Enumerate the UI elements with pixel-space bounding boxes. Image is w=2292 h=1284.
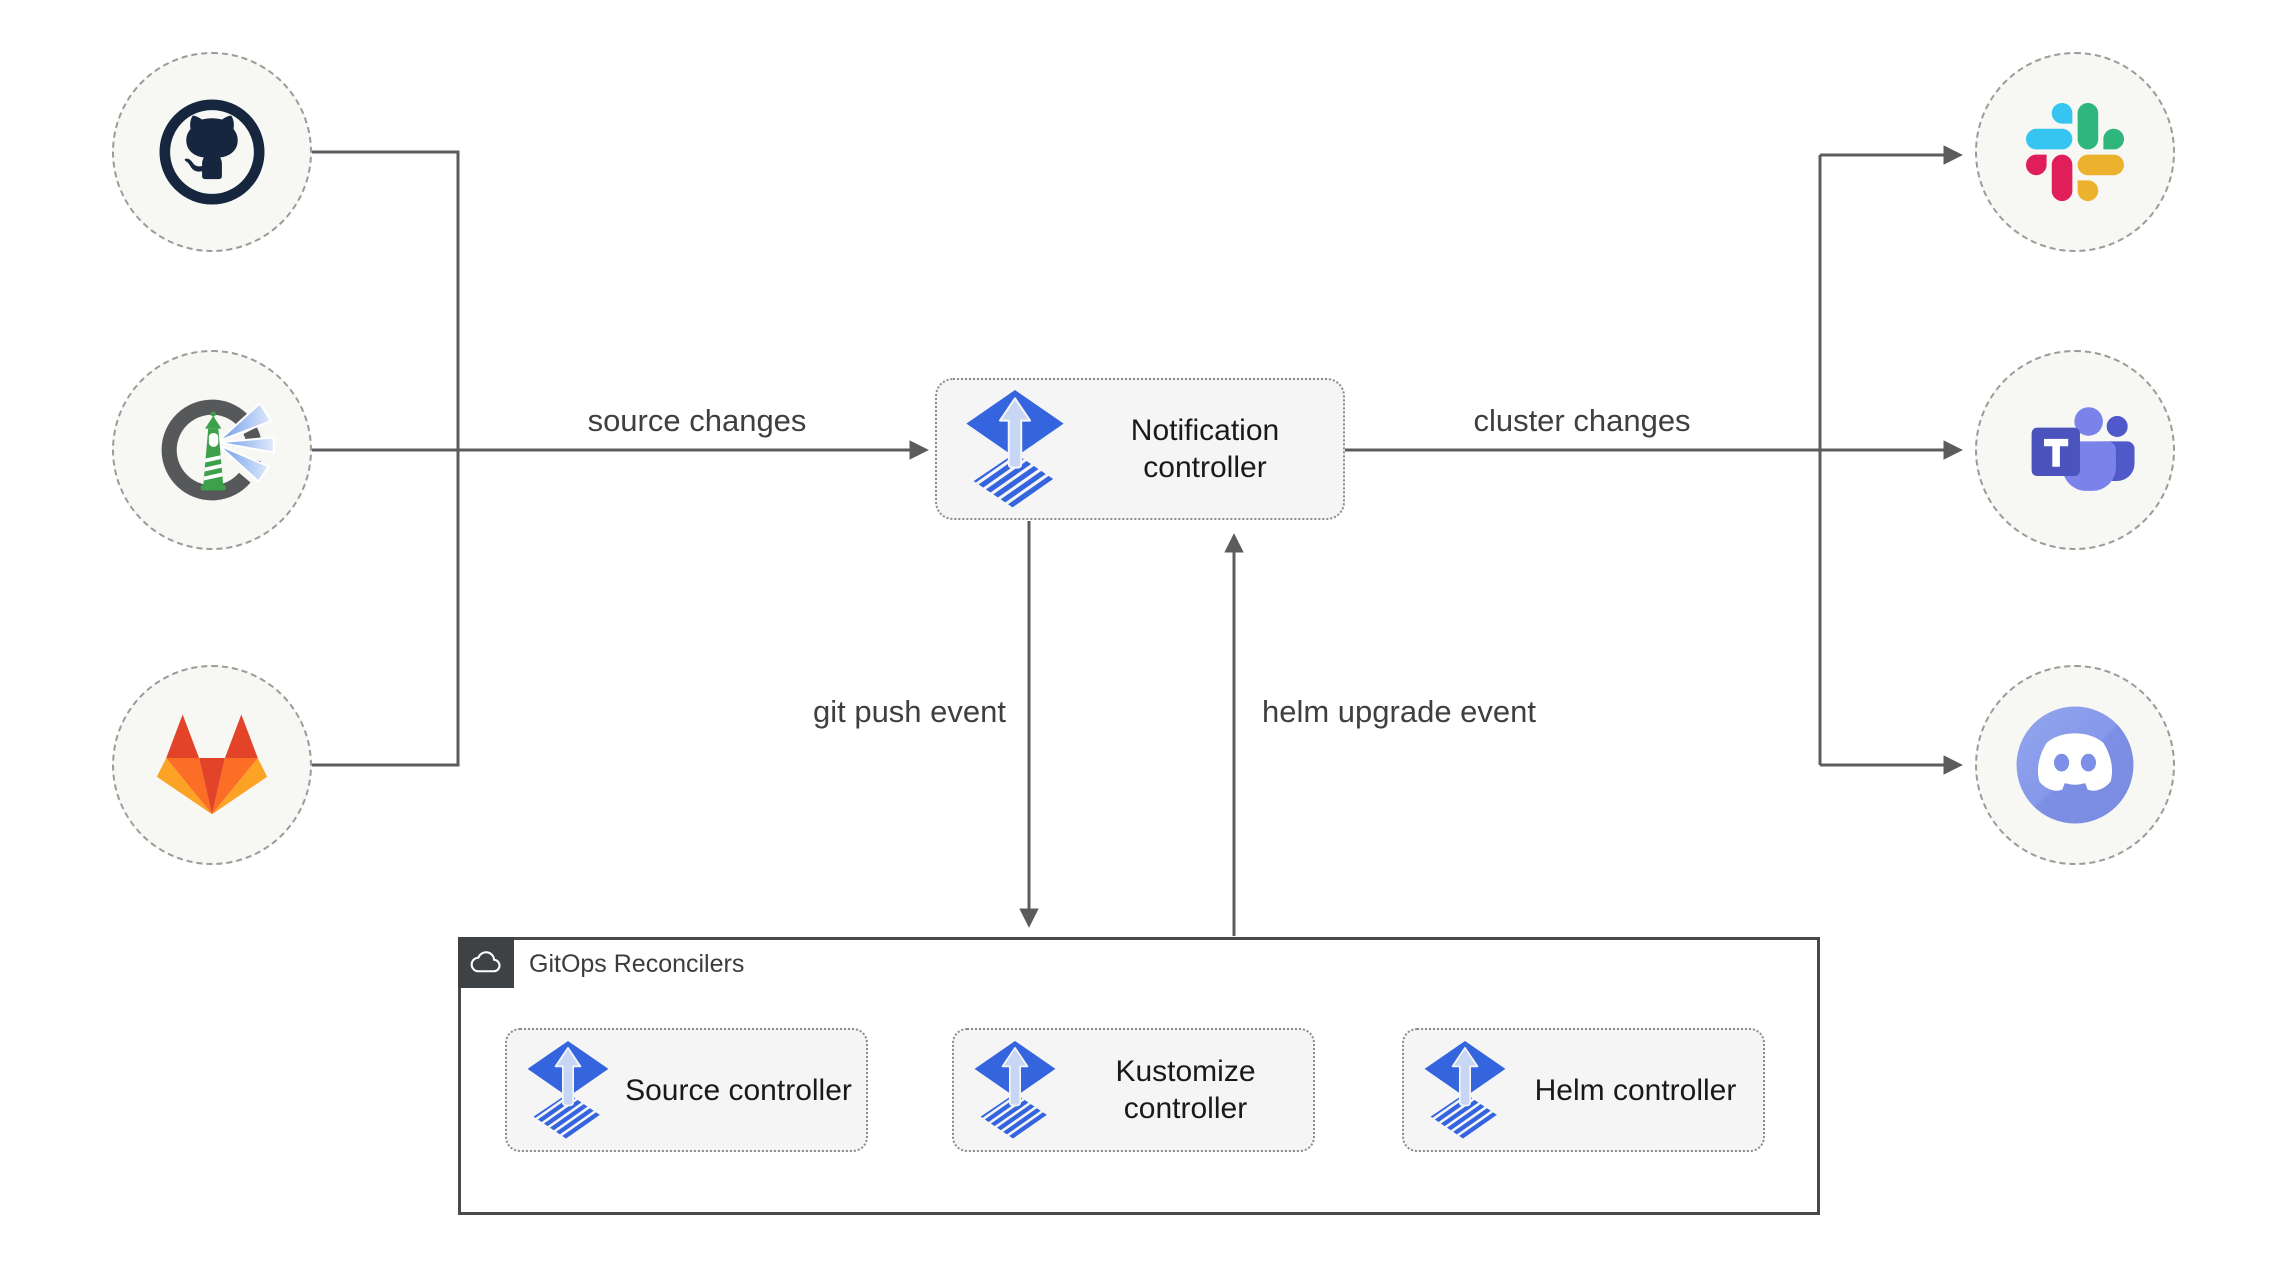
flux-icon	[1422, 1040, 1508, 1140]
source-controller-node: Source controller	[505, 1028, 868, 1152]
slack-node	[1975, 52, 2175, 252]
source-branch-line	[312, 150, 460, 767]
node-label: Source controller	[625, 1073, 852, 1107]
teams-icon	[2031, 407, 2135, 491]
helm-controller-node: Helm controller	[1402, 1028, 1765, 1152]
github-node	[112, 52, 312, 252]
discord-node	[1975, 665, 2175, 865]
harbor-node	[112, 350, 312, 550]
gitlab-node	[112, 665, 312, 865]
gitlab-icon	[156, 714, 268, 815]
node-label: Helm controller	[1534, 1073, 1737, 1107]
node-label: Notification controller	[1130, 414, 1280, 484]
kustomize-controller-node: Kustomize controller	[952, 1028, 1315, 1152]
harbor-icon	[149, 387, 275, 513]
node-label: Kustomize controller	[1115, 1055, 1256, 1125]
cloud-icon	[470, 950, 501, 972]
flux-icon	[972, 1040, 1058, 1140]
github-icon	[153, 93, 271, 211]
discord-icon	[2016, 706, 2134, 824]
edge-label-git-push-event: git push event	[812, 694, 1006, 729]
edge-label-source-changes: source changes	[587, 403, 807, 438]
edge-label-cluster-changes: cluster changes	[1473, 403, 1691, 438]
flux-icon	[963, 389, 1067, 509]
edge-label-helm-upgrade-event: helm upgrade event	[1262, 694, 1537, 729]
gitops-group-title: GitOps Reconcilers	[529, 949, 745, 978]
teams-node	[1975, 350, 2175, 550]
gitops-badge	[458, 937, 514, 988]
notification-controller-node: Notification controller	[935, 378, 1345, 520]
slack-icon	[2026, 103, 2124, 201]
flux-icon	[525, 1040, 611, 1140]
